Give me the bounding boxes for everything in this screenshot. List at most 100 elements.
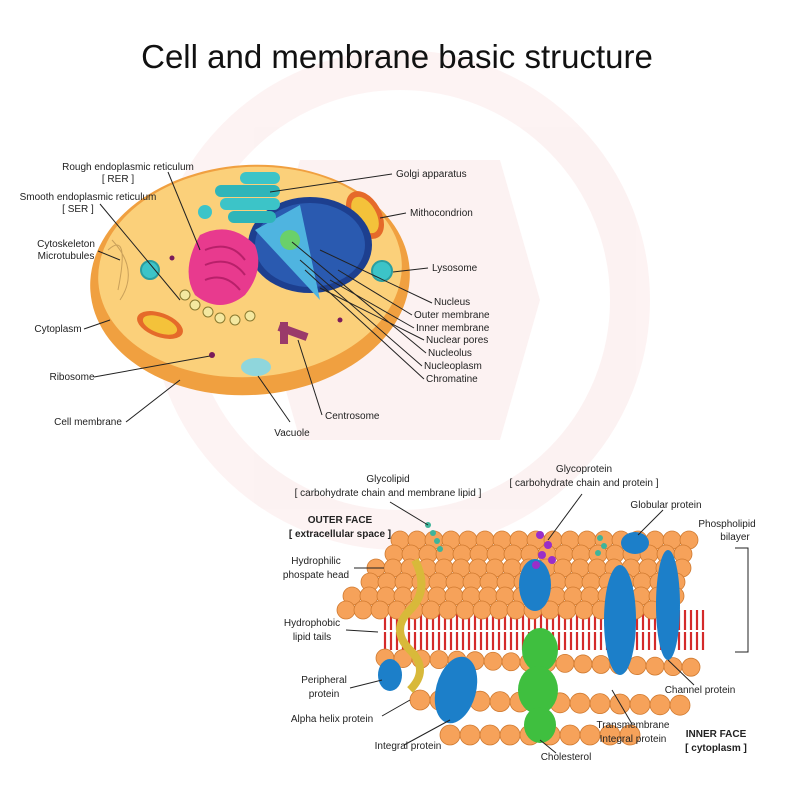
phospholipid-head: [649, 694, 671, 716]
label-phospholipid-1: Phospholipid: [698, 519, 755, 530]
label-outer-face-1: OUTER FACE: [308, 515, 373, 526]
glycoprotein-base-shape: [519, 559, 551, 611]
phospholipid-head: [489, 691, 511, 712]
rer-shape: [188, 229, 259, 305]
label-integral-protein: Integral protein: [375, 741, 442, 752]
phospholipid-head: [483, 651, 503, 671]
phospholipid-head: [555, 654, 575, 673]
label-glycolipid-2: [ carbohydrate chain and membrane lipid …: [295, 488, 482, 499]
phospholipid-head: [591, 655, 611, 674]
phospholipid-head: [506, 600, 526, 620]
label-lysosome: Lysosome: [432, 263, 478, 274]
channel-protein-shape: [604, 550, 680, 675]
phospholipid-head: [645, 656, 665, 676]
label-inner-face-1: INNER FACE: [686, 729, 747, 740]
vacuole-shape: [241, 358, 271, 376]
label-nucleus: Nucleus: [434, 297, 470, 308]
cholesterol-shape: [518, 628, 558, 743]
label-chromatine: Chromatine: [426, 374, 478, 385]
phospholipid-head: [439, 724, 461, 746]
label-outer-face-2: [ extracellular space ]: [289, 529, 391, 540]
label-ser-2: [ SER ]: [62, 204, 94, 215]
phospholipid-head: [573, 654, 593, 674]
label-inner-membrane: Inner membrane: [416, 323, 490, 334]
label-hydrophobic-2: lipid tails: [293, 632, 331, 643]
label-mitochondrion: Mithocondrion: [410, 208, 473, 219]
phospholipid-head: [479, 724, 501, 746]
phospholipid-head: [589, 693, 611, 714]
label-inner-face-2: [ cytoplasm ]: [685, 743, 747, 754]
label-golgi: Golgi apparatus: [396, 169, 467, 180]
phospholipid-head: [409, 689, 431, 711]
label-cytoskeleton-2: Microtubules: [38, 251, 95, 262]
bilayer-bracket: [735, 547, 749, 653]
label-cytoskeleton-1: Cytoskeleton: [37, 239, 95, 250]
integral-protein-shape: [434, 656, 478, 724]
cell-membrane-model: [336, 522, 705, 746]
label-globular-protein: Globular protein: [630, 500, 701, 511]
label-channel-protein: Channel protein: [665, 685, 736, 696]
centrosome-shape: [277, 322, 309, 344]
peripheral-protein-shape: [378, 659, 402, 691]
label-glycoprotein-2: [ carbohydrate chain and protein ]: [510, 478, 659, 489]
phospholipid-head: [559, 724, 581, 746]
phospholipid-head: [455, 600, 475, 620]
label-ribosome: Ribosome: [49, 372, 94, 383]
label-alpha-helix: Alpha helix protein: [291, 714, 373, 725]
lysosome-shape: [371, 260, 393, 282]
label-phospholipid-2: bilayer: [720, 532, 750, 543]
phospholipid-head: [681, 657, 701, 677]
phospholipid-head: [669, 694, 691, 716]
phospholipid-head: [472, 600, 492, 620]
label-cell-membrane: Cell membrane: [54, 417, 122, 428]
page-title: Cell and membrane basic structure: [141, 38, 653, 75]
glycoprotein-chain: [532, 531, 556, 569]
label-hydrophilic-2: phospate head: [283, 570, 349, 581]
label-vacuole: Vacuole: [274, 428, 310, 439]
label-transmembrane-2: Integral protein: [600, 734, 667, 745]
phospholipid-head: [501, 652, 521, 672]
globular-chain: [595, 535, 607, 556]
membrane-leader-lines: [345, 493, 695, 754]
label-nucleoplasm: Nucleoplasm: [424, 361, 482, 372]
phospholipid-head: [421, 600, 441, 620]
phospholipid-head: [336, 600, 356, 620]
phospholipid-head: [370, 600, 390, 620]
phospholipid-head: [569, 692, 591, 714]
label-centrosome: Centrosome: [325, 411, 380, 422]
phospholipid-head: [663, 657, 683, 677]
alpha-helix-shape: [396, 558, 426, 693]
nucleus-shape: [248, 197, 372, 300]
phospholipid-head: [557, 600, 577, 620]
globular-protein-shape: [621, 532, 649, 554]
phospholipid-head: [459, 724, 481, 746]
animal-cell: [90, 164, 410, 396]
label-nuclear-pores: Nuclear pores: [426, 335, 488, 346]
label-peripheral-1: Peripheral: [301, 675, 347, 686]
phospholipid-head: [353, 600, 373, 620]
golgi-shape: [215, 172, 280, 223]
phospholipid-head: [619, 724, 641, 746]
label-ser-1: Smooth endoplasmic reticulum: [20, 192, 157, 203]
mitochondrion-shape-left: [137, 311, 183, 339]
label-outer-membrane: Outer membrane: [414, 310, 490, 321]
phospholipid-head: [499, 724, 521, 746]
label-glycolipid-1: Glycolipid: [366, 474, 409, 485]
phospholipid-head: [438, 600, 458, 620]
label-rer-1: Rough endoplasmic reticulum: [62, 162, 194, 173]
label-nucleolus: Nucleolus: [428, 348, 472, 359]
ribosome-shape: [209, 352, 215, 358]
label-cytoplasm: Cytoplasm: [34, 324, 81, 335]
label-hydrophobic-1: Hydrophobic: [284, 618, 340, 629]
ser-shape: [179, 289, 256, 326]
label-rer-2: [ RER ]: [102, 174, 134, 185]
cell-labels: Rough endoplasmic reticulum [ RER ] Smoo…: [20, 162, 490, 439]
label-peripheral-2: protein: [309, 689, 340, 700]
phospholipid-head: [489, 600, 509, 620]
label-cholesterol: Cholesterol: [541, 752, 592, 763]
phospholipid-head: [629, 694, 651, 715]
phospholipid-head: [574, 600, 594, 620]
membrane-labels: Glycolipid [ carbohydrate chain and memb…: [283, 464, 756, 763]
